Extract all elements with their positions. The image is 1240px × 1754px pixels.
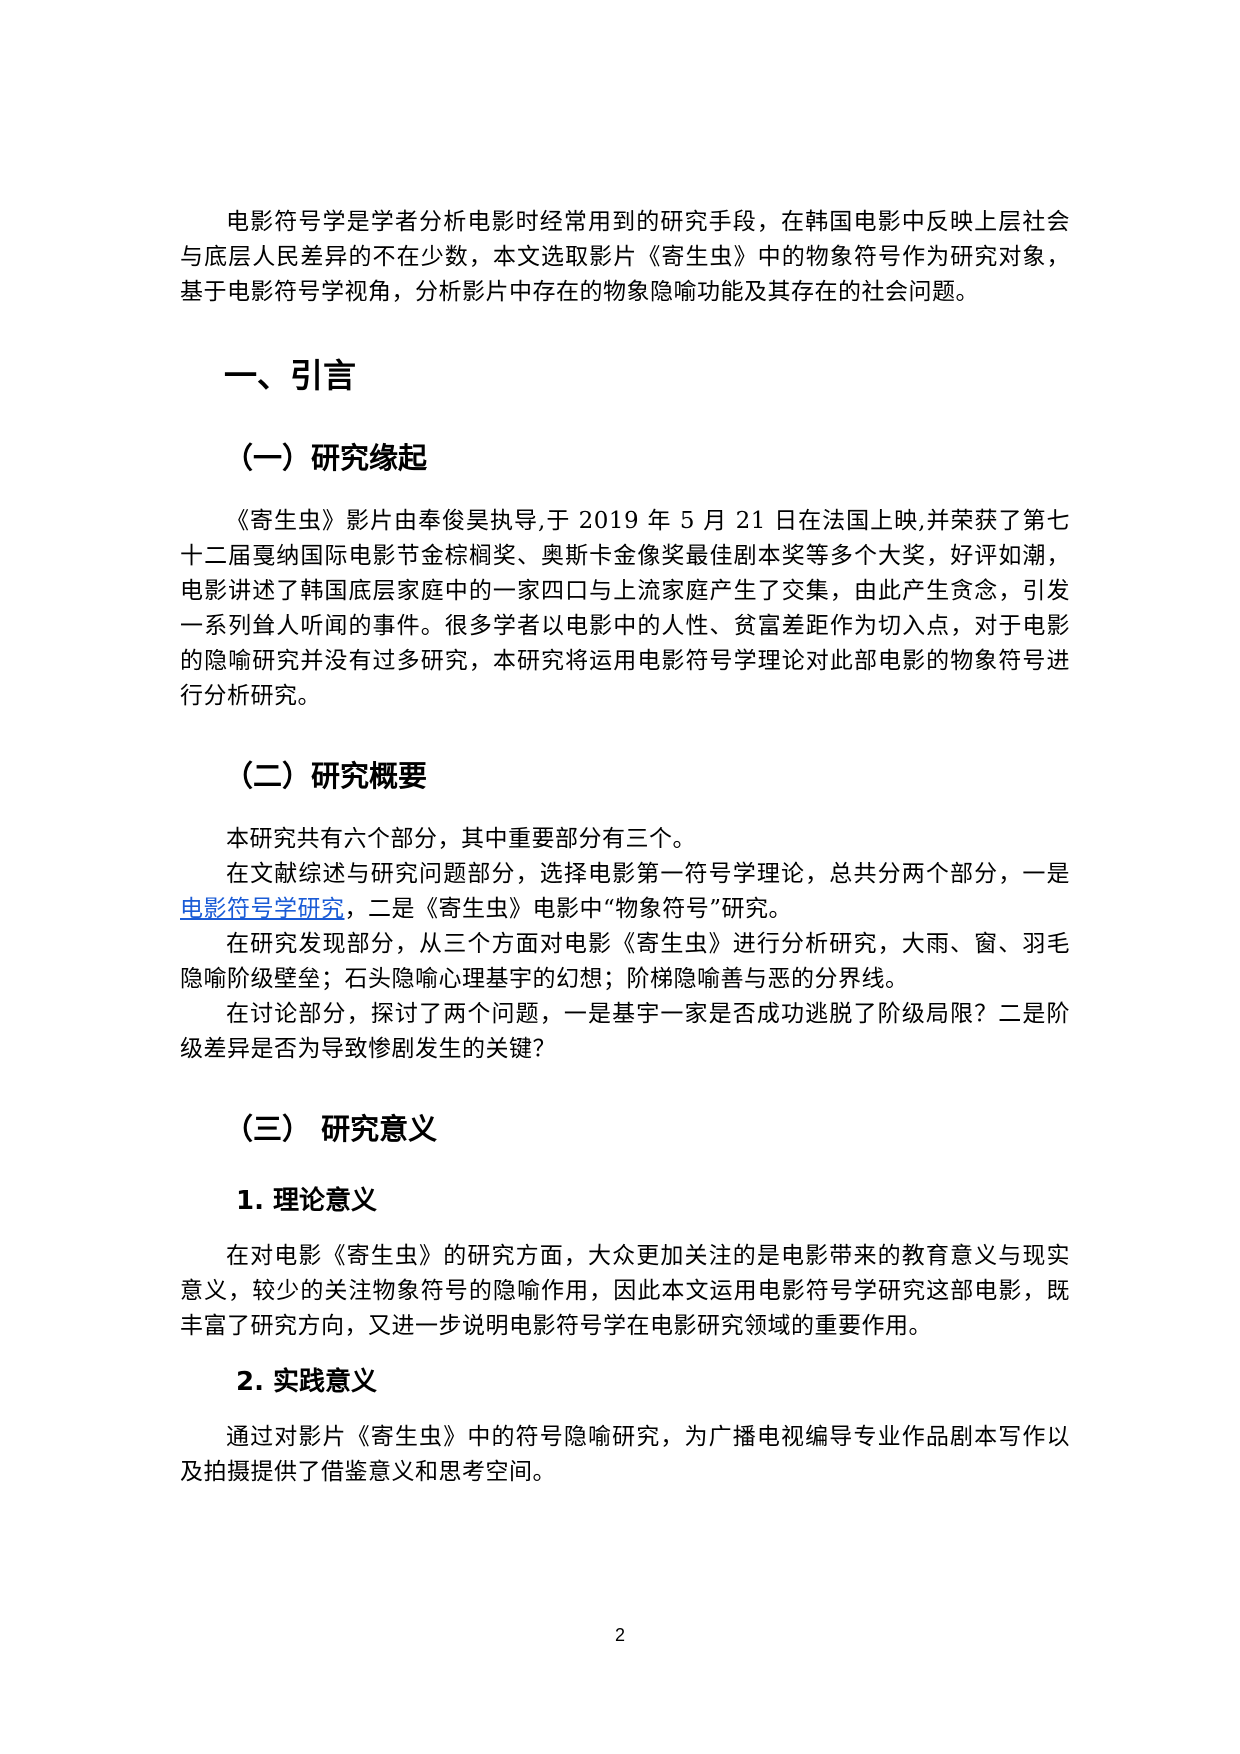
- subsection-heading-significance: （三） 研究意义: [224, 1112, 438, 1146]
- heading-practical-significance: 2. 实践意义: [236, 1367, 378, 1397]
- overview-paragraph-3: 在研究发现部分，从三个方面对电影《寄生虫》进行分析研究，大雨、窗、羽毛隐喻阶级壁…: [180, 931, 1070, 992]
- overview-paragraph-1: 本研究共有六个部分，其中重要部分有三个。: [226, 826, 696, 852]
- abstract-paragraph: 电影符号学是学者分析电影时经常用到的研究手段，在韩国电影中反映上层社会与底层人民…: [180, 209, 1070, 305]
- page-content: 电影符号学是学者分析电影时经常用到的研究手段，在韩国电影中反映上层社会与底层人民…: [180, 205, 1070, 1490]
- theoretical-significance-paragraph: 在对电影《寄生虫》的研究方面，大众更加关注的是电影带来的教育意义与现实意义，较少…: [180, 1243, 1070, 1339]
- subsection-heading-overview: （二）研究概要: [224, 759, 428, 793]
- page-number: 2: [614, 1625, 625, 1645]
- overview-text-before-link: 在文献综述与研究问题部分，选择电影第一符号学理论，总共分两个部分，一是: [226, 861, 1070, 887]
- overview-paragraph-2: 在文献综述与研究问题部分，选择电影第一符号学理论，总共分两个部分，一是电影符号学…: [180, 857, 1070, 927]
- overview-paragraph-4: 在讨论部分，探讨了两个问题，一是基宇一家是否成功逃脱了阶级局限？二是阶级差异是否…: [180, 1001, 1070, 1062]
- origin-paragraph: 《寄生虫》影片由奉俊昊执导,于 2019 年 5 月 21 日在法国上映,并荣获…: [180, 508, 1070, 709]
- heading-theoretical-significance: 1. 理论意义: [236, 1186, 378, 1216]
- section-heading-introduction: 一、引言: [224, 356, 356, 395]
- subsection-heading-origin: （一）研究缘起: [224, 441, 428, 475]
- overview-text-after-link: ，二是《寄生虫》电影中“物象符号”研究。: [344, 896, 793, 922]
- practical-significance-paragraph: 通过对影片《寄生虫》中的符号隐喻研究，为广播电视编导专业作品剧本写作以及拍摄提供…: [180, 1424, 1070, 1485]
- film-semiotics-link[interactable]: 电影符号学研究: [180, 896, 345, 922]
